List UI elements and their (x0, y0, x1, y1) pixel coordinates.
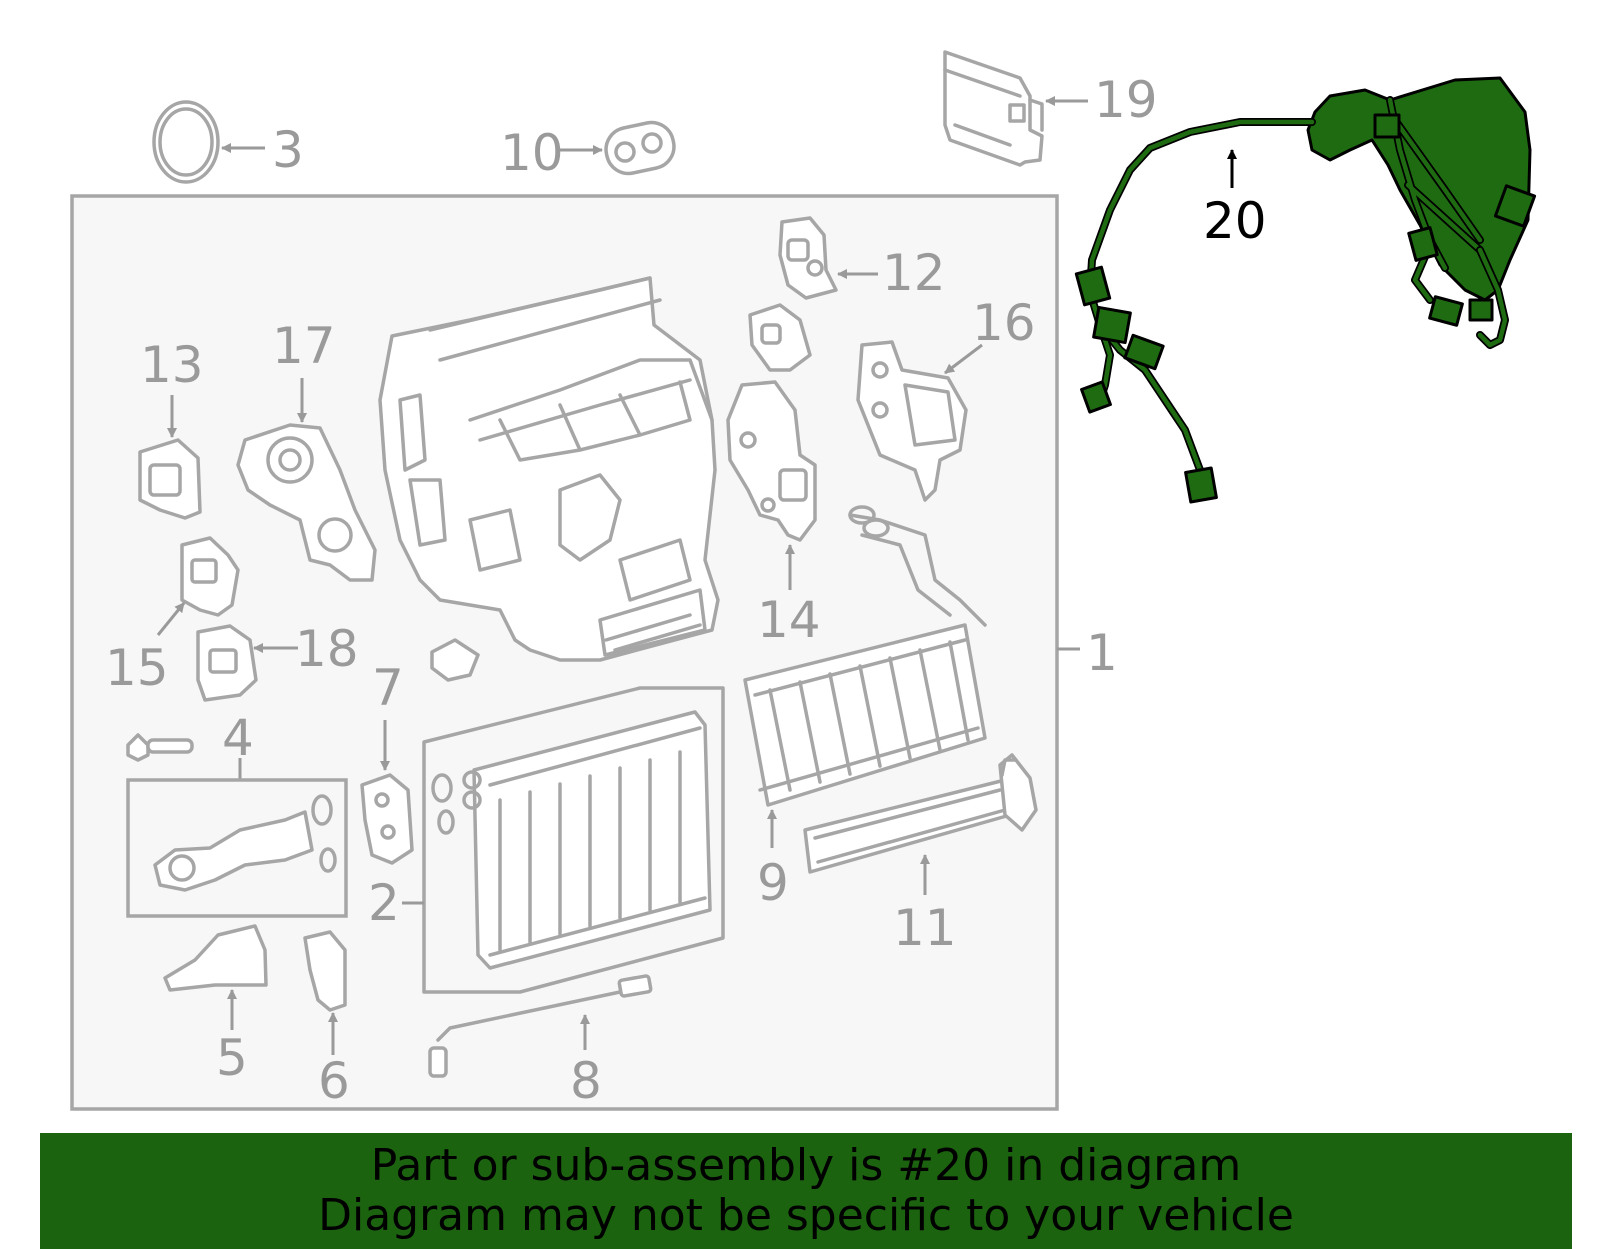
footer-line-2: Diagram may not be specific to your vehi… (318, 1190, 1294, 1241)
callout-3: 3 (272, 121, 304, 179)
callout-15: 15 (105, 639, 169, 697)
callout-20: 20 (1203, 192, 1267, 250)
callout-18: 18 (295, 620, 359, 678)
part-15-bracket (180, 536, 240, 617)
part-8-temp-sensor (428, 974, 653, 1078)
gasket (430, 638, 480, 682)
footer-banner: Part or sub-assembly is #20 in diagram D… (40, 1133, 1572, 1249)
callout-8: 8 (570, 1052, 602, 1110)
part-4-group-box (126, 778, 348, 918)
part-19-control-module (943, 50, 1044, 167)
part-5-insulator (163, 924, 268, 992)
part-20-wire-harness (1074, 76, 1537, 504)
callout-1: 1 (1086, 624, 1118, 682)
footer-line-1: Part or sub-assembly is #20 in diagram (370, 1140, 1242, 1191)
callout-10: 10 (500, 124, 564, 182)
part-17-blower-motor (236, 423, 377, 582)
part-18-sensor (196, 624, 258, 702)
callout-14: 14 (757, 591, 821, 649)
part-7-expansion-valve (360, 773, 414, 865)
part-2-evaporator (422, 686, 725, 994)
callout-6: 6 (318, 1052, 350, 1110)
callout-13: 13 (140, 336, 204, 394)
callout-4: 4 (222, 709, 254, 767)
part-4-screw (126, 733, 194, 762)
part-6-grommet (303, 930, 347, 1012)
part-4-expansion-valve-pipe (153, 794, 337, 892)
callout-7: 7 (372, 659, 404, 717)
part-3-seal-ring (152, 100, 220, 184)
callout-19: 19 (1094, 71, 1158, 129)
callout-16: 16 (972, 294, 1036, 352)
callout-2: 2 (368, 874, 400, 932)
callout-11: 11 (893, 899, 957, 957)
part-11-ptc-heater (803, 753, 1038, 874)
part-9-heater-core (743, 505, 987, 807)
callout-17: 17 (272, 317, 336, 375)
part-14-servo (726, 380, 817, 542)
part-10-grommet (604, 120, 676, 176)
callout-12: 12 (882, 244, 946, 302)
part-16-servo (856, 340, 968, 502)
part-13-servo (138, 438, 202, 520)
hvac-case (378, 276, 720, 662)
part-12-servo (748, 216, 838, 372)
callout-5: 5 (216, 1029, 248, 1087)
callout-9: 9 (757, 854, 789, 912)
